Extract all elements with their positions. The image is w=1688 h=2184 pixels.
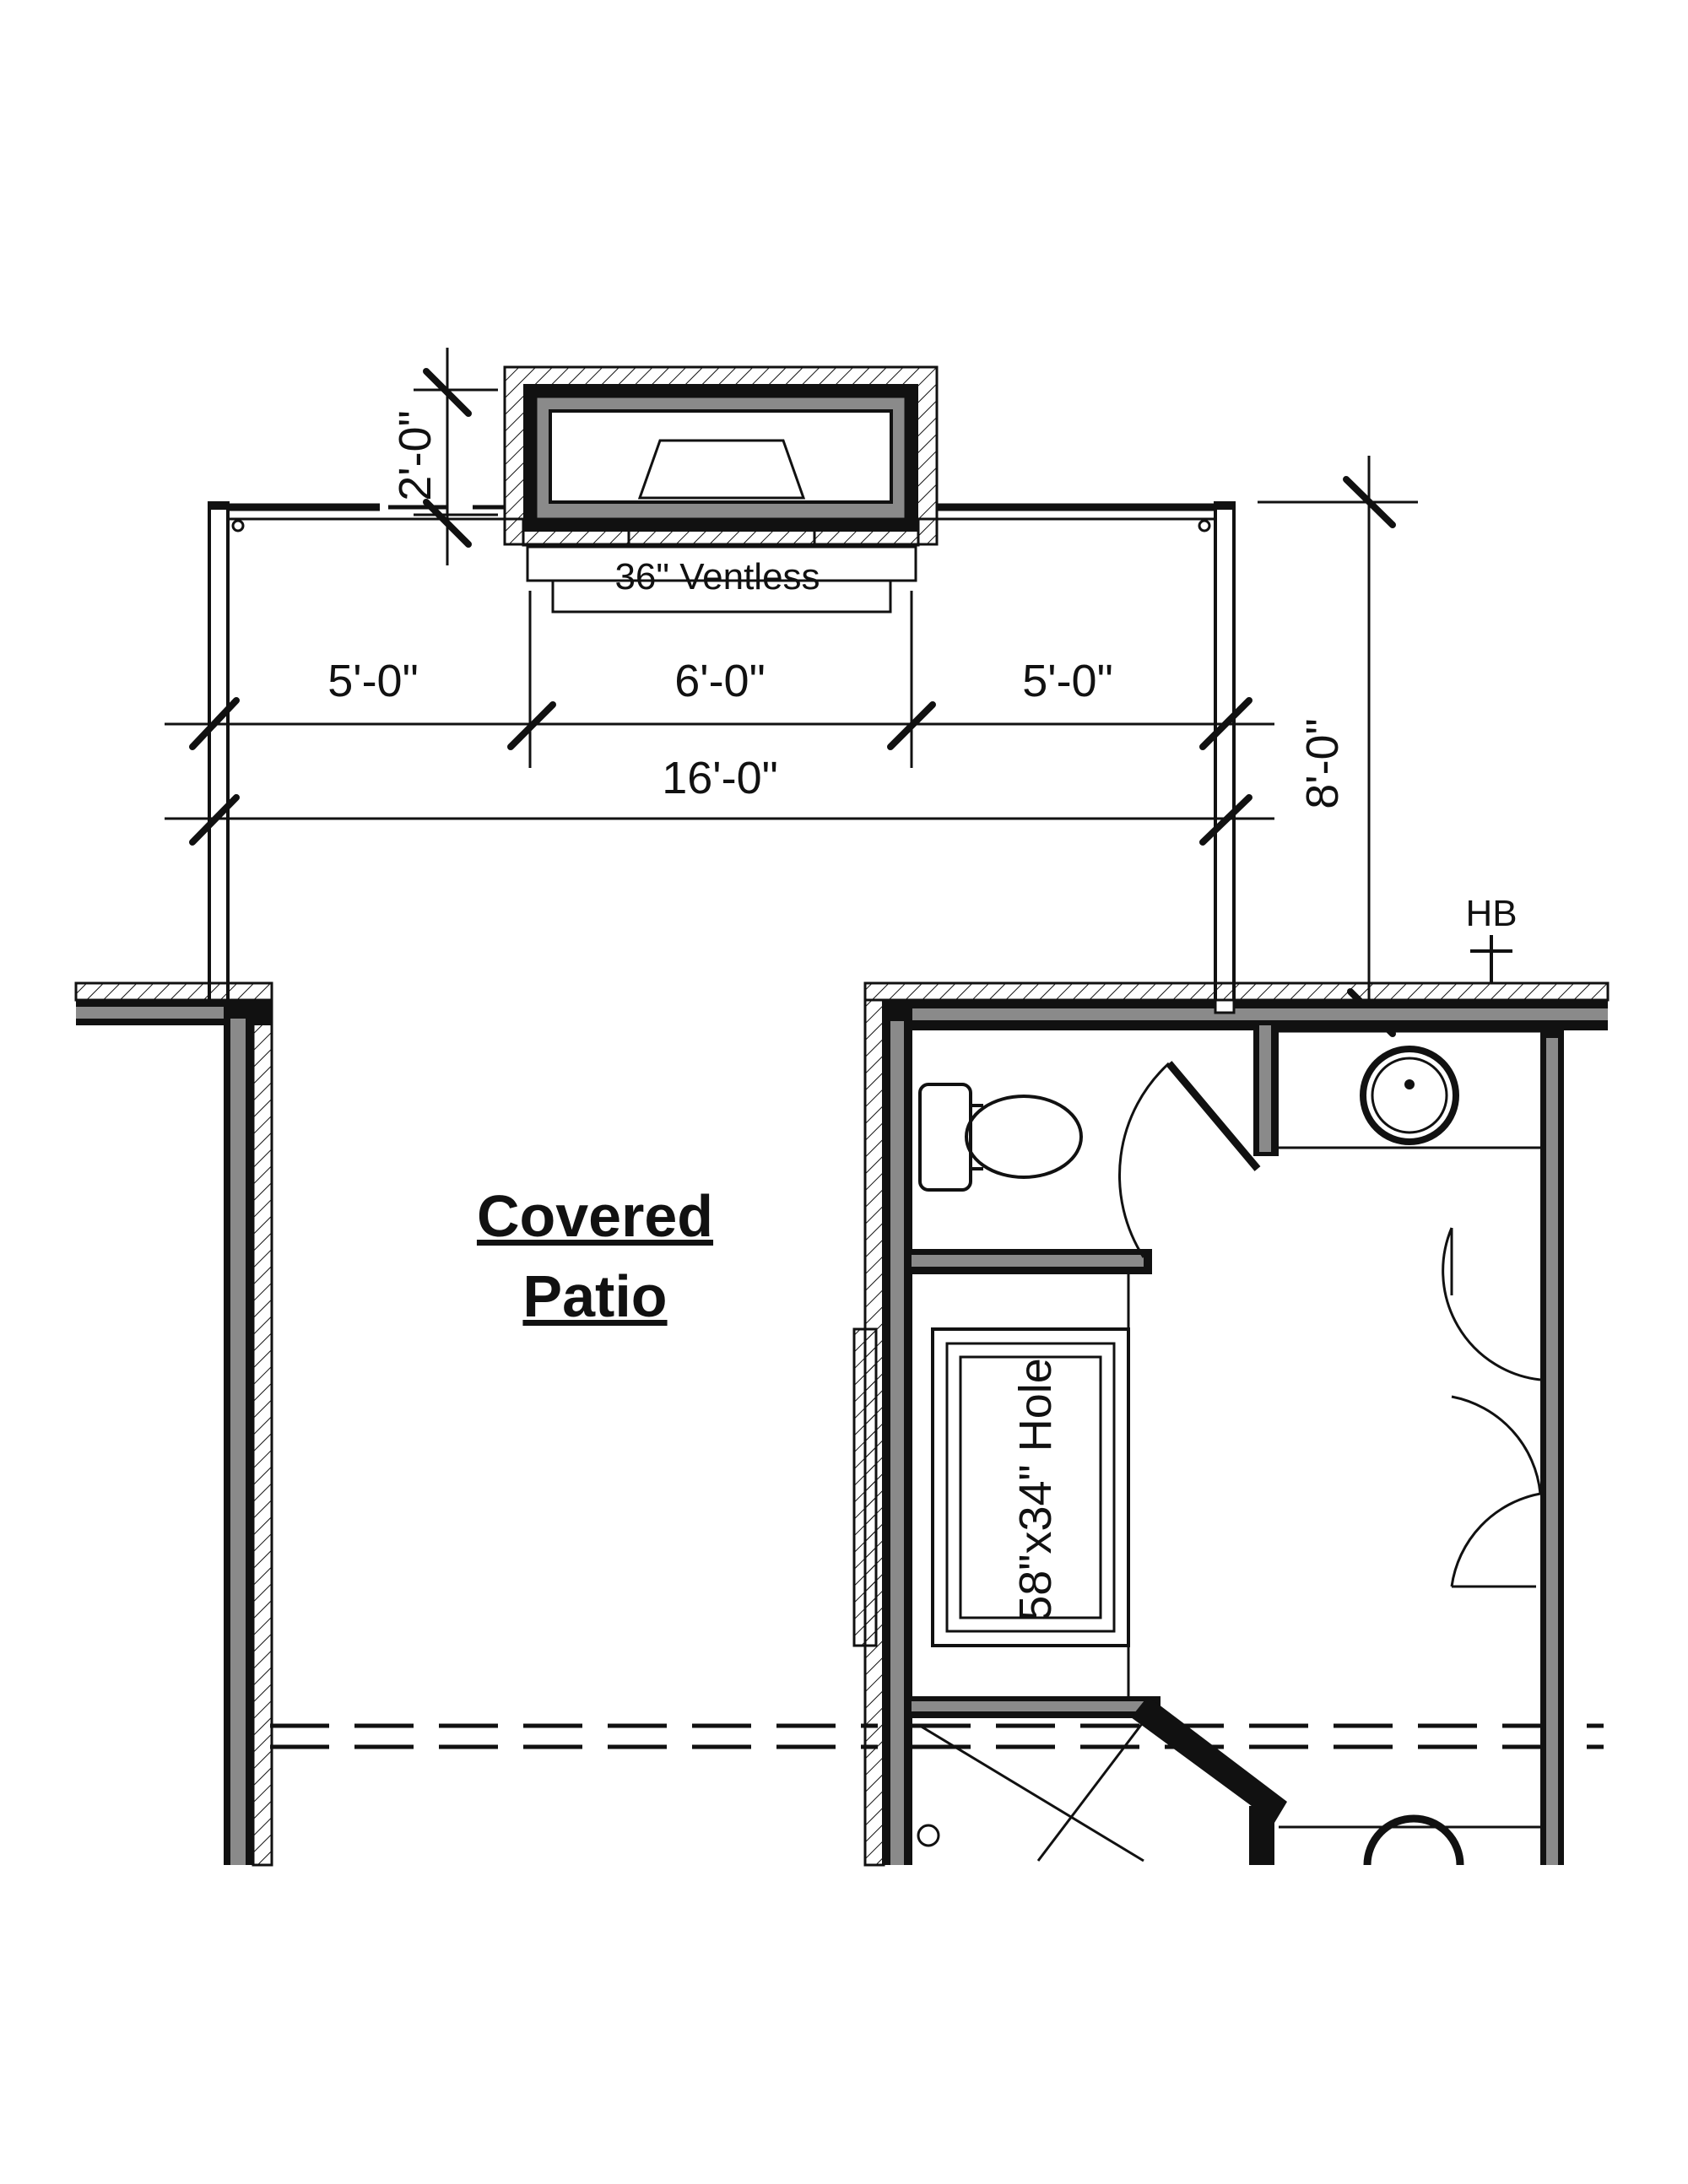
closet-door-swing-1	[1442, 1227, 1541, 1381]
hose-bib: HB	[1465, 893, 1518, 983]
fireplace-bumpout	[503, 365, 939, 547]
dimension-lines: 2'-0" 5'-0" 6'-0" 5'-0" 16'-0" 8'-0"	[165, 348, 1418, 1037]
sink-icon	[1360, 1046, 1459, 1145]
toilet-tank-icon	[918, 1083, 972, 1192]
dim-right-segment: 5'-0"	[1022, 656, 1113, 706]
closet-door-swing-2	[1451, 1395, 1542, 1495]
hose-bib-label: HB	[1465, 893, 1517, 934]
dim-left-segment: 5'-0"	[327, 656, 419, 706]
wc-door-swing	[1118, 1062, 1171, 1258]
room-label-line2: Patio	[522, 1263, 667, 1329]
dim-extension-depth: 8'-0"	[1297, 718, 1348, 809]
closet-door-swing-3	[1450, 1492, 1541, 1587]
covered-patio-label: Covered Patio	[477, 1183, 713, 1329]
toilet-bowl-icon	[965, 1095, 1083, 1179]
room-label-line1: Covered	[477, 1183, 713, 1249]
bathroom: 58"x34" Hole	[852, 1025, 1564, 1866]
dim-overall-width: 16'-0"	[662, 753, 778, 803]
house-walls	[74, 981, 1610, 1867]
dim-center-segment: 6'-0"	[674, 656, 766, 706]
hearth: 36" Ventless	[526, 545, 917, 614]
tub-label: 58"x34" Hole	[1010, 1358, 1061, 1621]
firebox-icon	[637, 439, 806, 500]
beam-lines	[270, 1723, 1604, 1749]
fireplace-label: 36" Ventless	[614, 556, 820, 597]
dim-fireplace-depth: 2'-0"	[390, 410, 441, 501]
